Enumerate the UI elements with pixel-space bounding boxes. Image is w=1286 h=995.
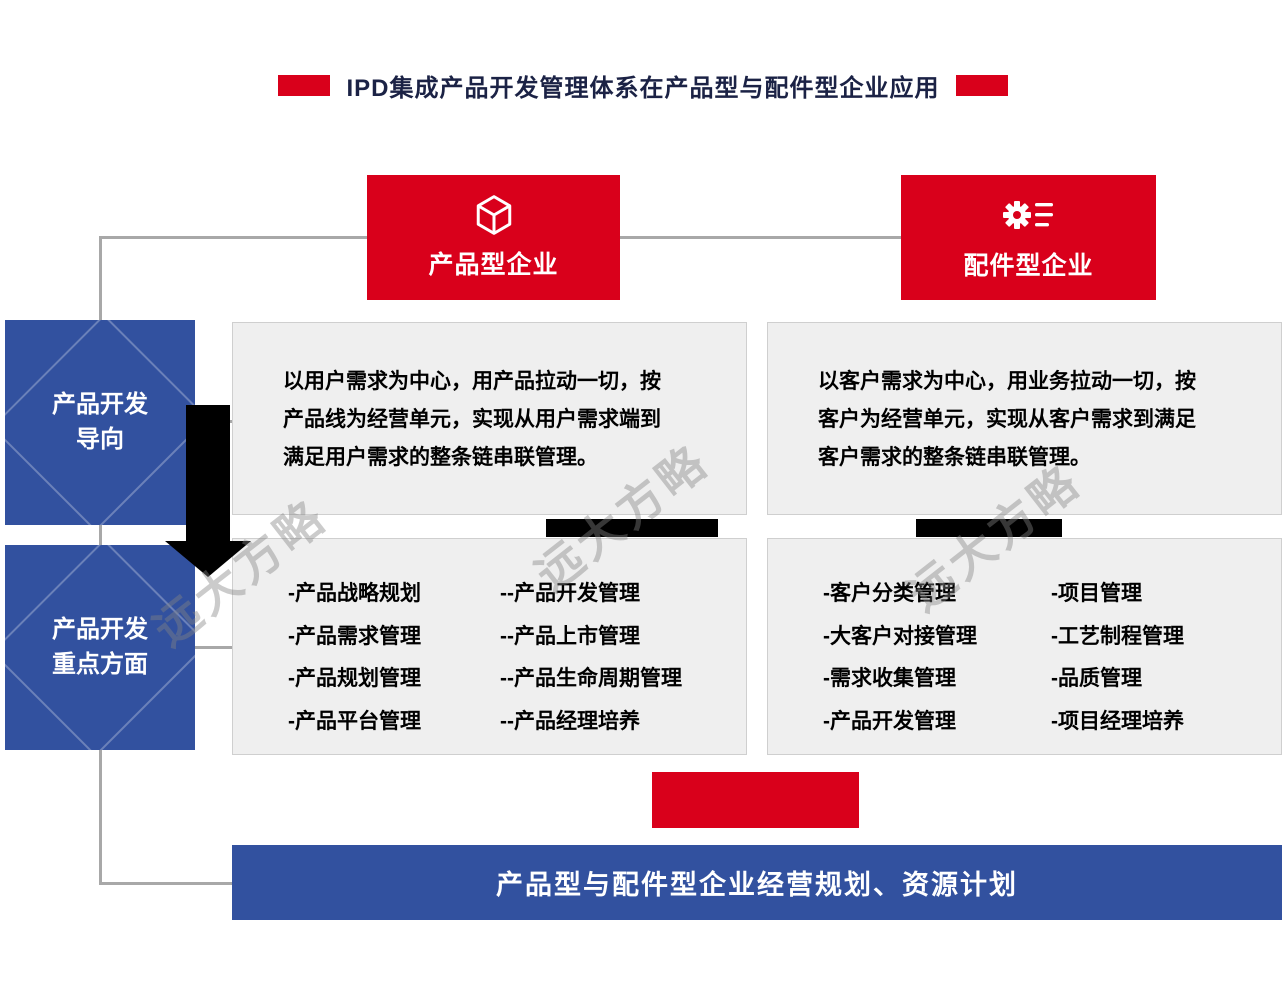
gear-list-icon bbox=[1001, 193, 1057, 237]
orientation-box-product: 以用户需求为中心，用产品拉动一切，按 产品线为经营单元，实现从用户需求端到 满足… bbox=[232, 322, 747, 515]
header-accessory-enterprise: 配件型企业 bbox=[901, 175, 1156, 300]
side-label-orientation: 产品开发 导向 bbox=[5, 320, 195, 525]
side-label-focus: 产品开发 重点方面 bbox=[5, 545, 195, 750]
bottom-red-connector bbox=[652, 772, 859, 828]
orientation-box-accessory: 以客户需求为中心，用业务拉动一切，按 客户为经营单元，实现从客户需求到满足 客户… bbox=[767, 322, 1282, 515]
focus-item: -项目经理培养 bbox=[1051, 709, 1184, 733]
focus-item: -产品平台管理 bbox=[288, 709, 421, 733]
focus-accessory-col-left: -客户分类管理 -大客户对接管理 -需求收集管理 -产品开发管理 bbox=[823, 573, 1051, 754]
side-label-focus-text: 产品开发 重点方面 bbox=[52, 615, 148, 678]
down-arrow-left-shaft bbox=[186, 405, 230, 543]
header-product-enterprise: 产品型企业 bbox=[367, 175, 620, 300]
focus-item: -产品战略规划 bbox=[288, 582, 421, 605]
down-arrow-left-head bbox=[165, 541, 251, 577]
focus-box-product: -产品战略规划 -产品需求管理 -产品规划管理 -产品平台管理 --产品开发管理… bbox=[232, 538, 747, 755]
title-accent-left bbox=[278, 75, 331, 96]
focus-item: -大客户对接管理 bbox=[823, 624, 977, 648]
bottom-bar-text: 产品型与配件型企业经营规划、资源计划 bbox=[496, 870, 1018, 900]
focus-item: -品质管理 bbox=[1051, 667, 1142, 690]
focus-accessory-col-right: -项目管理 -工艺制程管理 -品质管理 -项目经理培养 bbox=[1051, 573, 1184, 754]
page-title: IPD集成产品开发管理体系在产品型与配件型企业应用 bbox=[346, 75, 940, 102]
cube-icon bbox=[473, 194, 515, 236]
side-label-orientation-text: 产品开发 导向 bbox=[52, 390, 148, 453]
connector-bottom bbox=[100, 882, 232, 885]
focus-item: --产品经理培养 bbox=[500, 709, 640, 733]
focus-item: -客户分类管理 bbox=[823, 582, 956, 605]
focus-item: -工艺制程管理 bbox=[1051, 624, 1184, 648]
focus-item: --产品开发管理 bbox=[500, 582, 640, 605]
header-product-label: 产品型企业 bbox=[428, 251, 559, 279]
focus-box-accessory: -客户分类管理 -大客户对接管理 -需求收集管理 -产品开发管理 -项目管理 -… bbox=[767, 538, 1282, 755]
down-arrow-product bbox=[546, 519, 718, 537]
bottom-bar: 产品型与配件型企业经营规划、资源计划 bbox=[232, 845, 1282, 920]
down-arrow-accessory bbox=[916, 519, 1062, 537]
connector-focus bbox=[195, 646, 232, 649]
focus-item: --产品生命周期管理 bbox=[500, 667, 682, 690]
focus-item: -产品开发管理 bbox=[823, 709, 956, 733]
connector-top-left bbox=[100, 236, 367, 239]
focus-product-col-left: -产品战略规划 -产品需求管理 -产品规划管理 -产品平台管理 bbox=[288, 573, 500, 754]
focus-item: -项目管理 bbox=[1051, 582, 1142, 605]
title-row: IPD集成产品开发管理体系在产品型与配件型企业应用 bbox=[0, 68, 1286, 103]
focus-product-col-right: --产品开发管理 --产品上市管理 --产品生命周期管理 --产品经理培养 bbox=[500, 573, 682, 754]
focus-item: -需求收集管理 bbox=[823, 667, 956, 690]
header-accessory-label: 配件型企业 bbox=[963, 252, 1094, 280]
focus-item: --产品上市管理 bbox=[500, 624, 640, 648]
title-accent-right bbox=[955, 75, 1008, 96]
connector-top-middle bbox=[620, 236, 901, 239]
focus-item: -产品需求管理 bbox=[288, 624, 421, 648]
focus-item: -产品规划管理 bbox=[288, 667, 421, 690]
